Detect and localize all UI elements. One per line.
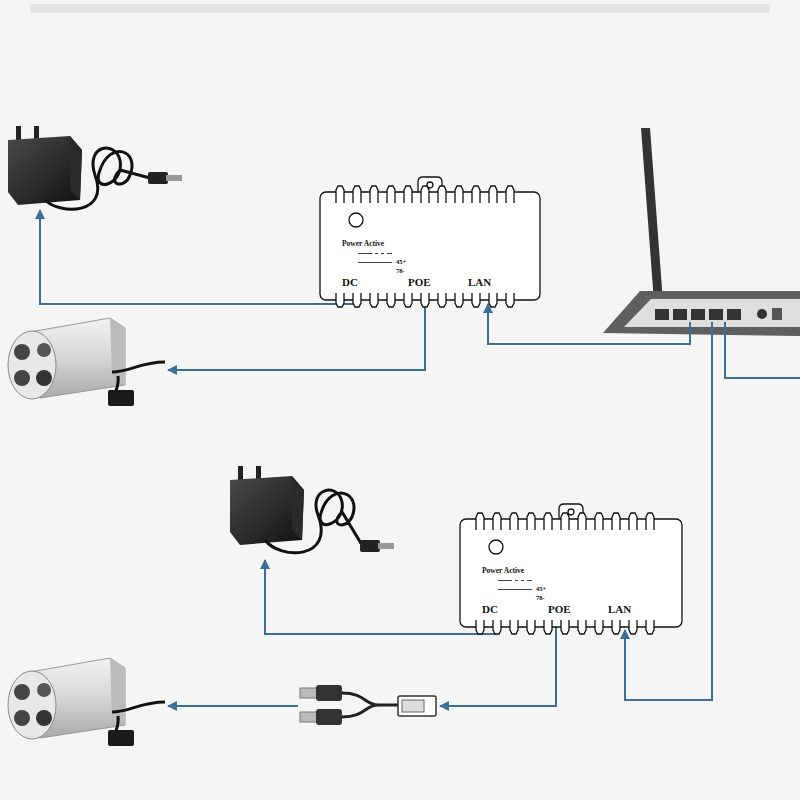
poe-injector: Power Active 45+ 78- DC POE LAN [320, 192, 540, 300]
port-label: POE [548, 603, 571, 615]
power-adapter [8, 126, 182, 209]
text-holder: DC [482, 599, 498, 617]
poe-injector: Power Active 45+ 78- DC POE LAN [460, 519, 682, 627]
text-holder: DC [342, 272, 358, 290]
text-holder: LAN [608, 599, 631, 617]
text-holder: 45+ [396, 250, 406, 268]
port-label: LAN [608, 603, 631, 615]
text-holder: LAN [468, 272, 491, 290]
port-label: DC [482, 603, 498, 615]
pin-label: 45+ [396, 258, 406, 265]
port-label: LAN [468, 276, 491, 288]
status-label: Power Active [342, 239, 384, 248]
pin-label: 78- [536, 594, 545, 601]
ip-camera [8, 318, 165, 406]
splitter-cable [300, 685, 436, 725]
status-label: Power Active [482, 566, 524, 575]
text-holder: 78- [536, 586, 545, 604]
pin-label: 78- [396, 267, 405, 274]
text-holder: 45+ [536, 577, 546, 595]
text-holder: POE [408, 272, 431, 290]
text-holder: Power Active [342, 232, 384, 250]
pin-label: 45+ [536, 585, 546, 592]
text-holder: POE [548, 599, 571, 617]
text-holder: 78- [396, 259, 405, 277]
wifi-router [603, 128, 800, 336]
port-label: POE [408, 276, 431, 288]
wire-arrows [40, 210, 800, 706]
text-holder: Power Active [482, 559, 524, 577]
power-adapter [230, 466, 394, 553]
port-label: DC [342, 276, 358, 288]
faded-banner [30, 4, 770, 13]
ip-camera [8, 658, 165, 746]
